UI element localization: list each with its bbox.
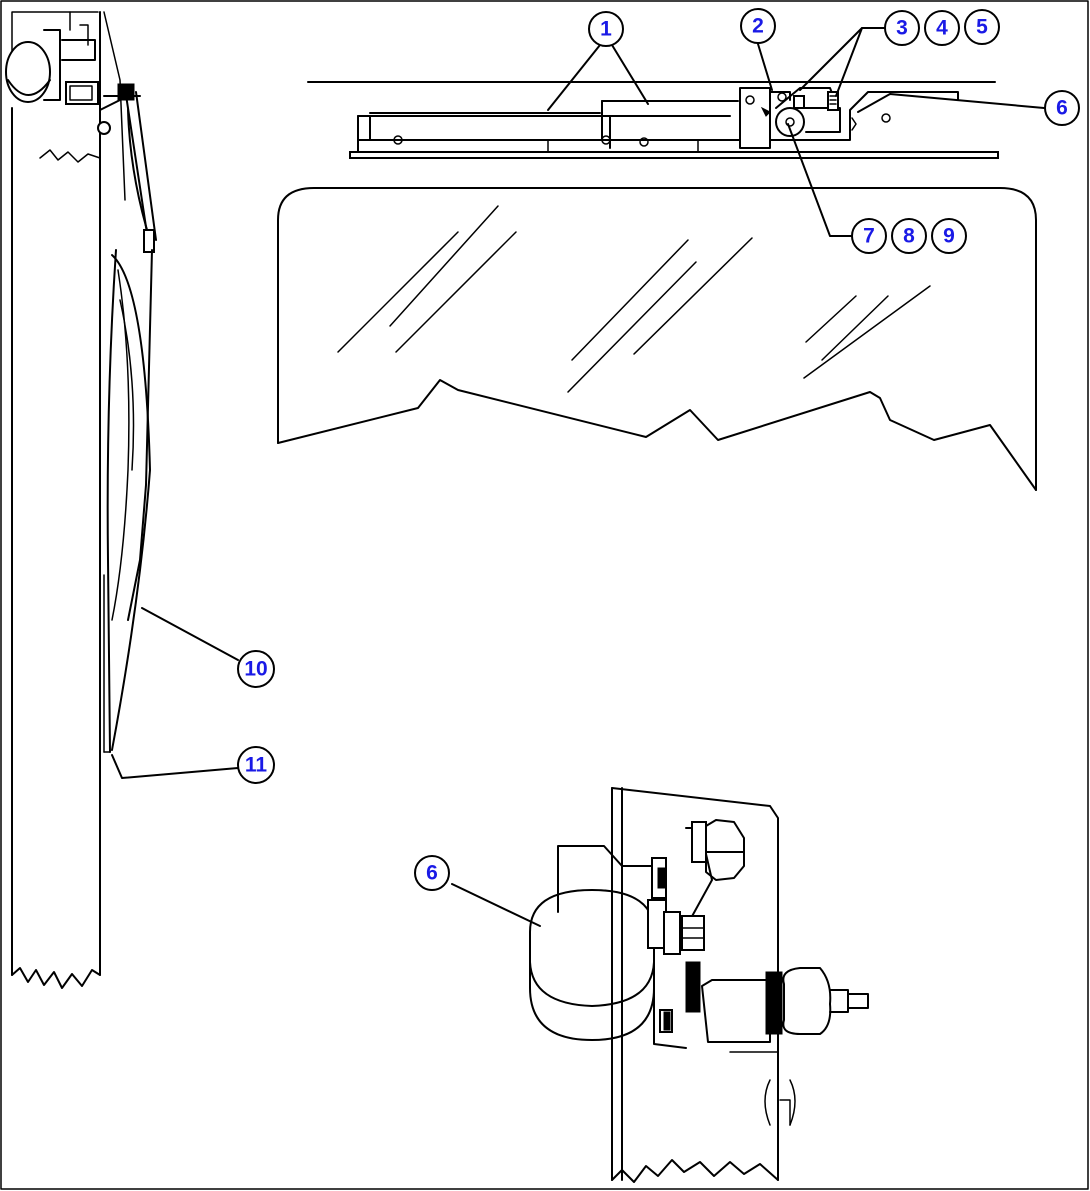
leader-2 [757,43,773,91]
callout-5: 5 [964,9,1000,45]
callout-6-detail: 6 [414,855,450,891]
callout-8-label: 8 [903,225,915,248]
leader-6-detail [451,883,541,927]
callout-6-detail-label: 6 [426,862,438,885]
callout-3-label: 3 [896,17,908,40]
leader-7 [787,123,853,237]
leader-10 [141,607,239,661]
callout-11: 11 [237,746,275,784]
callout-2-label: 2 [752,15,764,38]
side-view-wiper-blade [103,249,153,753]
side-view-pillar [11,11,126,989]
callout-6-top-label: 6 [1056,97,1068,120]
callout-9-label: 9 [943,225,955,248]
leader-1b [611,44,649,105]
leader-11 [111,754,239,779]
callout-10: 10 [237,650,275,688]
callout-11-label: 11 [245,754,268,777]
leader-6-top [857,93,1045,113]
side-view-wiper-arm [125,91,157,253]
top-view-linkage-rods [357,100,741,153]
detail-view-linkage [663,819,745,955]
detail-view-shaft [685,961,869,1043]
top-view-header [307,81,999,159]
callout-7: 7 [851,218,887,254]
detail-view-motor [529,845,687,1049]
leader-3b [835,27,863,97]
callout-1: 1 [588,11,624,47]
callout-6-top: 6 [1044,90,1080,126]
callout-8: 8 [891,218,927,254]
callout-10-label: 10 [244,658,267,681]
callout-5-label: 5 [976,16,988,39]
callout-2: 2 [740,8,776,44]
top-view-windshield [277,187,1037,491]
callout-3: 3 [884,10,920,46]
top-view-pivot-bracket [739,87,959,149]
leader-1a [547,44,601,111]
callout-9: 9 [931,218,967,254]
callout-4: 4 [924,10,960,46]
callout-7-label: 7 [863,225,875,248]
side-view-motor [5,11,141,135]
callout-4-label: 4 [936,17,948,40]
callout-1-label: 1 [600,18,612,41]
